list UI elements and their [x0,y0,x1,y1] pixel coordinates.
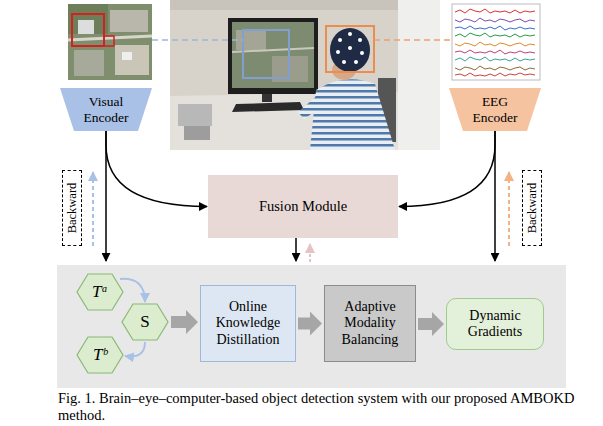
experiment-photo [170,0,440,150]
leader-line [152,39,243,41]
block-arrow [418,312,444,336]
process-box: Online Knowledge Distillation [200,285,296,362]
figure-caption: Fig. 1. Brain–eye–computer-based object … [58,390,578,423]
result-box: Dynamic Gradients [446,298,544,350]
cap-highlight [326,26,374,72]
leader-line [374,39,452,41]
connector [120,279,145,302]
teacher-hexagon: Tᵇ [76,336,124,374]
node-label: Dynamic Gradients [452,308,538,340]
node-label: Visual Encoder [76,94,136,125]
block-arrow [298,312,322,336]
eeg-signal [452,4,540,80]
backward-arrow [92,172,94,246]
target-box [72,14,104,46]
monitor [228,18,318,94]
fusion-box: Fusion Module [208,175,398,238]
connector [125,342,145,356]
flow-arrow [295,238,297,261]
satellite-image [68,4,152,80]
backward-arrow [508,172,510,246]
rotated-label: Backward [525,183,540,234]
target-box [104,36,114,46]
method-panel [57,265,566,388]
backward-arrow [309,244,311,262]
hexagon-outline [122,304,168,340]
connector [106,131,207,207]
process-box: Adaptive Modality Balancing [324,285,416,362]
node-label: Tᵇ [82,345,118,365]
hexagon-outline [77,337,123,373]
participant [310,79,395,150]
node-label: Online Knowledge Distillation [206,299,290,347]
encoder-block: EEG Encoder [449,88,541,131]
teacher-hexagon: Tᵃ [76,273,124,311]
hexagon-outline [77,274,123,310]
student-hexagon: S [121,303,169,341]
screen-highlight [243,30,289,78]
connector [399,131,495,207]
node-label: Tᵃ [82,282,118,302]
block-arrow [171,310,198,334]
node-label: S [127,312,163,332]
node-label: Fusion Module [214,198,392,215]
node-label: EEG Encoder [465,94,525,125]
backward-box: Backward [522,170,542,246]
node-label: Adaptive Modality Balancing [330,299,410,347]
rotated-label: Backward [65,183,80,234]
eeg-cap [330,28,370,72]
encoder-block: Visual Encoder [60,88,152,131]
backward-box: Backward [62,170,82,246]
trapezoid-outline [449,88,541,131]
trapezoid-outline [60,88,152,131]
